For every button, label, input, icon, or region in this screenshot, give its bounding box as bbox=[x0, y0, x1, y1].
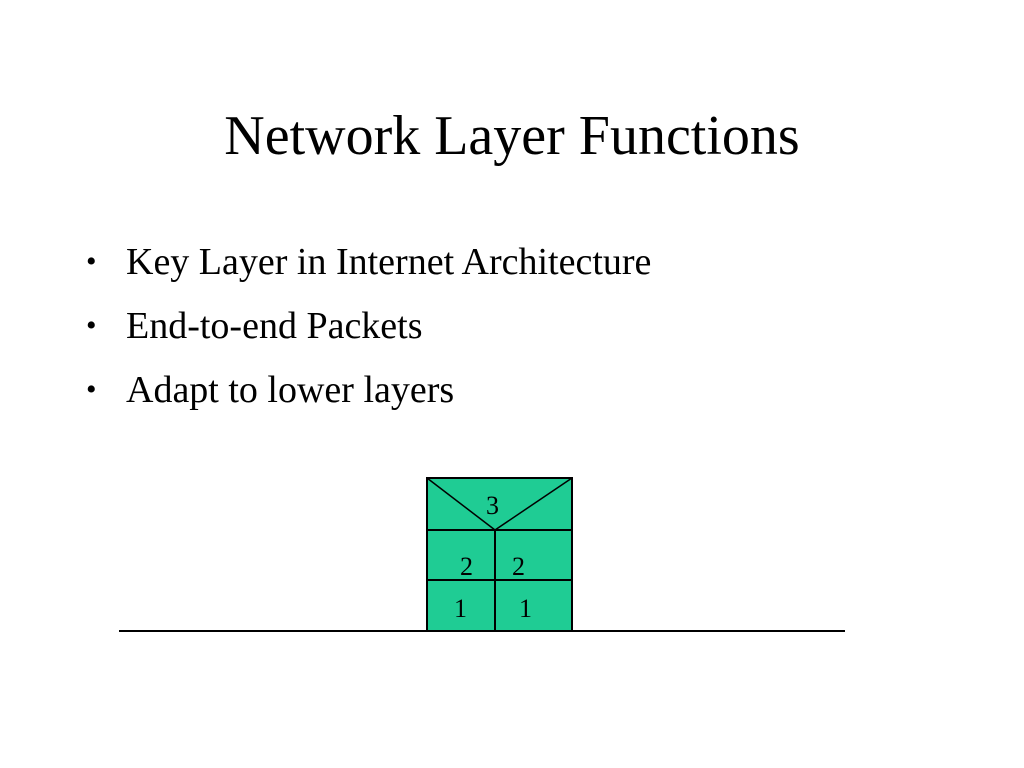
layer-1-right-label: 1 bbox=[519, 594, 532, 623]
bullet-icon: • bbox=[86, 373, 97, 406]
layer-1-left-label: 1 bbox=[454, 594, 467, 623]
layer-2-left-label: 2 bbox=[460, 552, 473, 581]
bullet-list: • Key Layer in Internet Architecture • E… bbox=[86, 230, 651, 422]
layer-3-label: 3 bbox=[486, 491, 499, 520]
layer-stack-box bbox=[426, 477, 573, 632]
bullet-item: • Adapt to lower layers bbox=[86, 358, 651, 422]
slide-title: Network Layer Functions bbox=[224, 105, 800, 167]
bullet-text: End-to-end Packets bbox=[126, 305, 423, 347]
bullet-icon: • bbox=[86, 309, 97, 342]
bullet-item: • Key Layer in Internet Architecture bbox=[86, 230, 651, 294]
bullet-item: • End-to-end Packets bbox=[86, 294, 651, 358]
bullet-icon: • bbox=[86, 245, 97, 278]
bullet-text: Adapt to lower layers bbox=[126, 369, 455, 411]
v-line-right bbox=[494, 477, 573, 531]
v-line-left bbox=[426, 477, 496, 531]
layer-2-right-label: 2 bbox=[512, 552, 525, 581]
bullet-text: Key Layer in Internet Architecture bbox=[126, 241, 652, 283]
